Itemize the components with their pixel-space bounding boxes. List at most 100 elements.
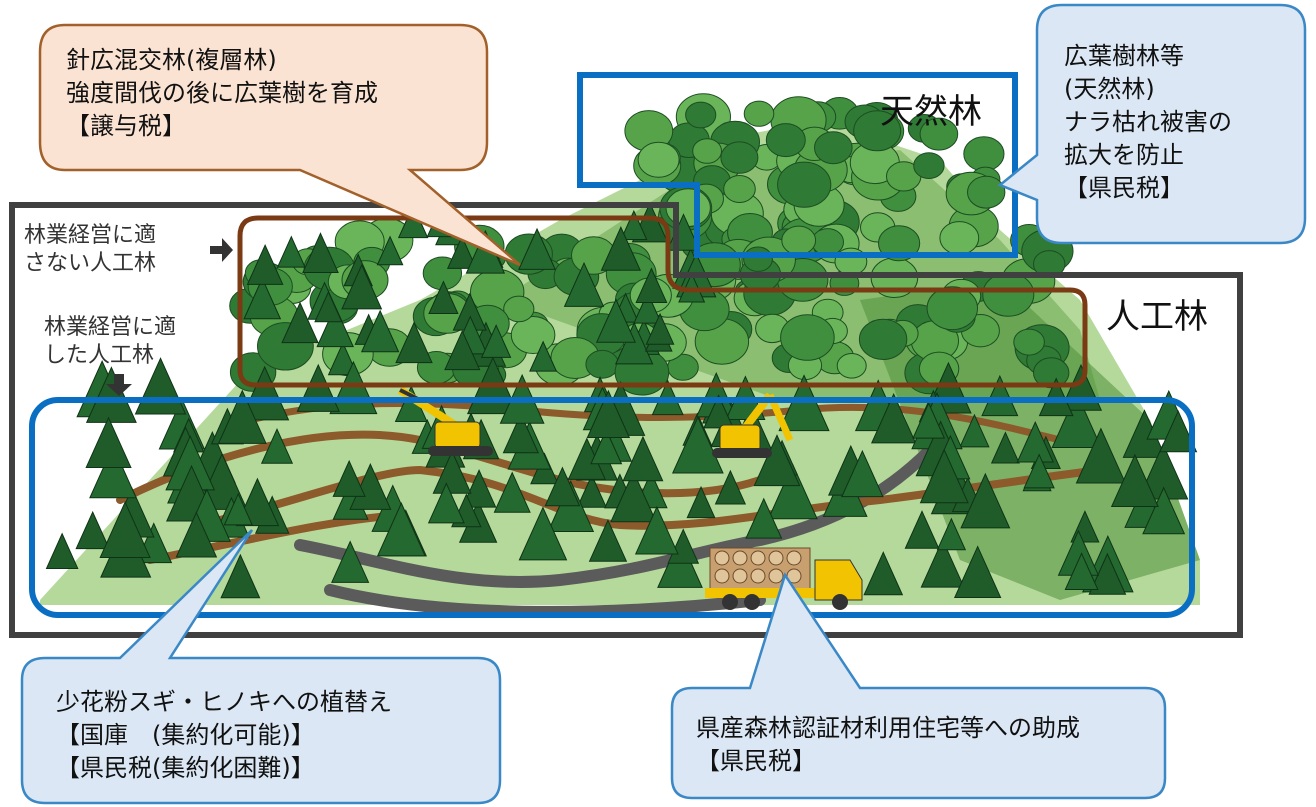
conifer-tree [341,263,383,310]
conifer-tree [959,413,990,448]
artificial-forest-label: 人工林 [1106,297,1208,337]
conifer-tree [428,280,459,315]
broadleaf-tree [967,175,1006,209]
conifer-tree [590,428,623,465]
conifer-tree [217,389,267,444]
broadleaf-tree [853,110,902,152]
conifer-tree [904,510,940,549]
conifer-tree [444,329,481,371]
conifer-tree [645,312,675,345]
conifer-tree [75,510,110,550]
conifer-tree [1023,453,1055,489]
conifer-tree [919,448,969,504]
broadleaf-tree [685,101,717,129]
conifer-tree [588,519,628,562]
conifer-tree [622,435,664,482]
conifer-tree [281,301,319,344]
broadleaf-tree [585,349,620,379]
conifer-tree [246,243,284,285]
conifer-tree [432,450,472,494]
natural-forest-label: 天然林 [880,92,982,132]
arrow-down-icon [106,374,132,396]
suitable-forest-box [29,397,1195,618]
conifer-tree [376,502,426,557]
conifer-tree [332,459,366,497]
broadleaf-tree [919,117,959,151]
conifer-tree [1159,409,1198,453]
callout-housing-text: 県産森林認証材利用住宅等への助成 【県民税】 [696,714,1080,775]
broadleaf-tree [926,286,978,331]
broadleaf-tree [765,123,806,158]
callout-planting-bubble [20,529,502,805]
conifer-tree [745,497,783,539]
conifer-tree [243,277,282,320]
unsuitable-forest-label: 林業経営に適 さない人工林 [24,223,157,276]
conifer-tree [314,290,343,323]
broadleaf-tree [743,246,773,272]
callout-planting-text: 少花粉スギ・ヒノキへの植替え 【国庫 (集約化可能)】 【県民税(集約化困難)】 [56,688,392,782]
conifer-tree [544,466,581,507]
conifer-tree [518,227,556,270]
conifer-tree [714,469,747,505]
conifer-tree [912,402,946,439]
conifer-tree [529,340,558,372]
conifer-tree [703,394,734,429]
conifer-tree [446,235,477,269]
callout-housing-bubble [670,572,1167,800]
conifer-tree [427,482,465,524]
conifer-tree [610,470,657,523]
conifer-tree [461,469,497,508]
conifer-tree [1110,453,1159,508]
conifer-tree [480,324,512,358]
broadleaf-tree [811,228,845,256]
broadleaf-tree [743,100,775,127]
conifer-tree [276,235,306,268]
callout-broadleaf-bubble [997,3,1307,245]
broadleaf-tree [720,141,759,174]
conifer-tree [327,341,358,376]
conifer-tree [547,480,595,533]
conifer-tree [671,416,724,474]
conifer-tree [600,226,642,271]
conifer-tree [920,538,965,588]
conifer-tree [223,492,253,526]
conifer-tree [960,472,1011,529]
broadleaf-tree [963,136,1005,172]
excavator-left [397,386,493,456]
conifer-tree [240,365,290,421]
conifer-tree [767,463,818,520]
natural-forest-box [577,72,1018,258]
conifer-tree [85,366,137,423]
broadleaf-tree [814,131,853,165]
conifer-tree [493,471,531,513]
conifer-tree [45,532,79,569]
broadleaf-tree [777,161,832,208]
broadleaf-tree [939,221,980,255]
artificial-forest-box [9,202,1243,638]
conifer-tree [1016,421,1054,463]
broadleaf-tree [780,314,835,361]
conifer-tree [953,545,1002,599]
callout-mixed-bubble [38,23,521,267]
broadleaf-tree [836,353,867,379]
conifer-tree [614,321,654,365]
conifer-tree [778,374,830,432]
conifer-tree [635,267,668,303]
conifer-tree [1142,486,1186,535]
conifer-tree [518,506,568,561]
broadleaf-tree [858,318,908,360]
conifer-tree [331,540,370,583]
conifer-tree [175,511,218,558]
broadleaf-tree [1033,357,1070,389]
conifer-tree [1064,552,1099,591]
conifer-tree [863,551,904,596]
conifer-tree [220,553,261,599]
callout-broadleaf-text: 広葉樹林等 (天然林) ナラ枯れ被害の 拡大を防止 【県民税】 [1064,42,1232,202]
conifer-tree [1051,391,1102,448]
conifer-tree [981,374,1019,417]
suitable-forest-label: 林業経営に適 した人工林 [44,315,177,368]
conifer-tree [667,528,700,564]
broadleaf-tree [503,295,535,323]
conifer-tree [576,474,607,508]
